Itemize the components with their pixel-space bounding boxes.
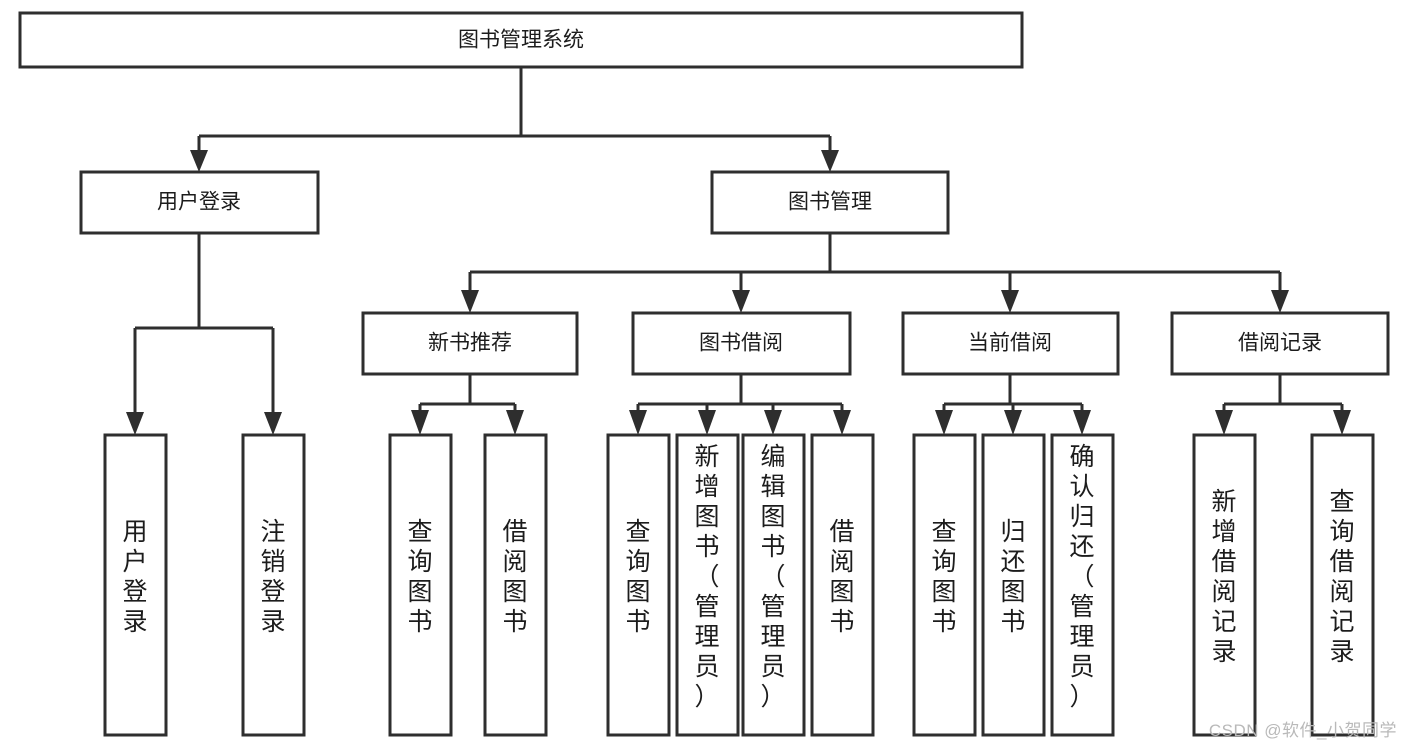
- node-leaf-borrow-book-recommend-box[interactable]: [483, 433, 548, 737]
- node-leaf-query-book-current-label: 查询图书: [931, 518, 956, 636]
- node-leaf-query-book-recommend-box[interactable]: [388, 433, 453, 737]
- node-leaf-return-book[interactable]: 归还图书: [981, 433, 1046, 737]
- arrow-head-leaf-add-book-admin: [698, 410, 716, 435]
- node-leaf-borrow-book-box[interactable]: [810, 433, 875, 737]
- node-borrow-record-label: 借阅记录: [1238, 332, 1322, 355]
- node-leaf-add-book-admin-box[interactable]: [675, 433, 740, 737]
- node-leaf-borrow-book-label: 借阅图书: [829, 518, 854, 636]
- arrow-head-leaf-query-book-recommend: [411, 410, 429, 435]
- arrow-head-book-borrow: [732, 290, 750, 313]
- node-leaf-query-book-borrow[interactable]: 查询图书: [606, 433, 671, 737]
- node-leaf-logout-box[interactable]: [241, 433, 306, 737]
- node-root[interactable]: 图书管理系统: [18, 11, 1024, 69]
- node-leaf-user-login-box[interactable]: [103, 433, 168, 737]
- node-leaf-borrow-book-recommend-label: 借阅图书: [502, 518, 527, 636]
- arrow-head-leaf-add-borrow-record: [1215, 410, 1233, 435]
- arrow-head-new-book-recommend: [461, 290, 479, 313]
- node-leaf-query-book-recommend-label: 查询图书: [407, 518, 432, 636]
- arrow-head-leaf-user-login: [126, 412, 144, 435]
- node-leaf-query-book-recommend[interactable]: 查询图书: [388, 433, 453, 737]
- node-leaf-logout-label: 注销登录: [260, 518, 285, 636]
- node-book-borrow-box[interactable]: [631, 311, 852, 376]
- node-leaf-query-book-current[interactable]: 查询图书: [912, 433, 977, 737]
- node-leaf-return-book-box[interactable]: [981, 433, 1046, 737]
- node-leaf-edit-book-admin-label: 编辑图书（管理员）: [760, 443, 785, 711]
- node-borrow-record-box[interactable]: [1170, 311, 1390, 376]
- node-leaf-add-borrow-record-label: 新增借阅记录: [1211, 488, 1236, 666]
- arrow-head-book-management: [821, 150, 839, 172]
- node-current-borrow[interactable]: 当前借阅: [901, 311, 1120, 376]
- node-leaf-query-book-borrow-box[interactable]: [606, 433, 671, 737]
- arrow-head-leaf-query-book-borrow: [629, 410, 647, 435]
- node-leaf-confirm-return-admin-box[interactable]: [1050, 433, 1115, 737]
- node-book-borrow[interactable]: 图书借阅: [631, 311, 852, 376]
- node-book-borrow-label: 图书借阅: [699, 332, 783, 355]
- arrow-head-leaf-query-borrow-record: [1333, 410, 1351, 435]
- node-leaf-return-book-label: 归还图书: [1000, 518, 1025, 636]
- arrow-head-leaf-confirm-return-admin: [1073, 410, 1091, 435]
- node-user-login[interactable]: 用户登录: [79, 170, 320, 235]
- node-leaf-confirm-return-admin[interactable]: 确认归还（管理员）: [1050, 433, 1115, 737]
- arrow-head-current-borrow: [1001, 290, 1019, 313]
- node-leaf-confirm-return-admin-label: 确认归还（管理员）: [1069, 443, 1094, 711]
- node-current-borrow-box[interactable]: [901, 311, 1120, 376]
- node-root-label: 图书管理系统: [458, 29, 584, 52]
- node-leaf-edit-book-admin-box[interactable]: [741, 433, 806, 737]
- node-leaf-borrow-book[interactable]: 借阅图书: [810, 433, 875, 737]
- node-book-management-label: 图书管理: [788, 191, 872, 214]
- arrow-head-leaf-return-book: [1004, 410, 1022, 435]
- node-leaf-add-borrow-record-box[interactable]: [1192, 433, 1257, 737]
- arrow-head-leaf-borrow-book-recommend: [506, 410, 524, 435]
- node-new-book-recommend-box[interactable]: [361, 311, 579, 376]
- node-new-book-recommend[interactable]: 新书推荐: [361, 311, 579, 376]
- node-root-box[interactable]: [18, 11, 1024, 69]
- arrow-head-user-login: [190, 150, 208, 172]
- arrow-head-leaf-query-book-current: [935, 410, 953, 435]
- arrow-head-leaf-borrow-book: [833, 410, 851, 435]
- node-leaf-query-book-borrow-label: 查询图书: [625, 518, 650, 636]
- node-user-login-label: 用户登录: [157, 191, 241, 214]
- node-leaf-query-borrow-record[interactable]: 查询借阅记录: [1310, 433, 1375, 737]
- node-new-book-recommend-label: 新书推荐: [428, 332, 512, 355]
- node-leaf-query-borrow-record-label: 查询借阅记录: [1329, 488, 1354, 666]
- arrow-head-leaf-logout: [264, 412, 282, 435]
- node-leaf-logout[interactable]: 注销登录: [241, 433, 306, 737]
- node-leaf-add-book-admin[interactable]: 新增图书（管理员）: [675, 433, 740, 737]
- node-leaf-borrow-book-recommend[interactable]: 借阅图书: [483, 433, 548, 737]
- node-leaf-user-login-label: 用户登录: [122, 518, 147, 636]
- node-leaf-user-login[interactable]: 用户登录: [103, 433, 168, 737]
- node-book-management-box[interactable]: [710, 170, 950, 235]
- node-current-borrow-label: 当前借阅: [968, 332, 1052, 355]
- arrow-head-borrow-record: [1271, 290, 1289, 313]
- node-leaf-edit-book-admin[interactable]: 编辑图书（管理员）: [741, 433, 806, 737]
- csdn-watermark: CSDN @软件_小贺同学: [1208, 721, 1397, 740]
- node-leaf-add-borrow-record[interactable]: 新增借阅记录: [1192, 433, 1257, 737]
- arrow-head-leaf-edit-book-admin: [764, 410, 782, 435]
- node-user-login-box[interactable]: [79, 170, 320, 235]
- node-leaf-query-borrow-record-box[interactable]: [1310, 433, 1375, 737]
- node-leaf-add-book-admin-label: 新增图书（管理员）: [694, 443, 719, 711]
- node-leaf-query-book-current-box[interactable]: [912, 433, 977, 737]
- node-borrow-record[interactable]: 借阅记录: [1170, 311, 1390, 376]
- node-book-management[interactable]: 图书管理: [710, 170, 950, 235]
- connectors-group: [126, 67, 1351, 435]
